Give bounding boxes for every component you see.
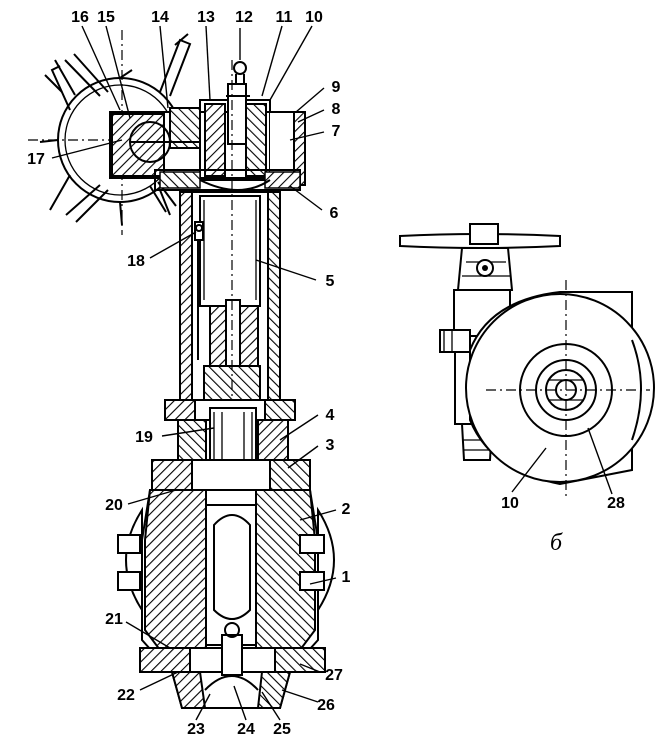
side-view-caption: б [550,530,563,556]
callout-13: 13 [197,9,215,26]
callout-15: 15 [97,9,115,26]
bonnet [151,399,311,491]
callout-26: 26 [317,697,335,714]
callout-6: 6 [330,205,339,222]
callout-7: 7 [332,123,341,140]
callout-22: 22 [117,687,135,704]
callout-9: 9 [332,79,341,96]
callout-12: 12 [235,9,253,26]
gear-housing [109,61,306,191]
callout-10: 10 [305,9,323,26]
callout-2: 2 [342,501,351,518]
callout-21: 21 [105,611,123,628]
callout-18: 18 [127,253,145,270]
callout-4: 4 [326,407,335,424]
callout-11: 11 [276,9,293,26]
callout-16: 16 [71,9,89,26]
callout-17: 17 [27,151,45,168]
callout-27: 27 [325,667,343,684]
callout-5: 5 [326,273,335,290]
section-view [28,30,335,709]
callout-20: 20 [105,497,123,514]
leader-lines [51,25,613,721]
callout-23: 23 [187,721,205,738]
callout-24: 24 [237,721,255,738]
callout-8: 8 [332,101,341,118]
valve-body [117,489,335,709]
callout-14: 14 [151,9,169,26]
callout-19: 19 [135,429,153,446]
side-callout-10: 10 [501,495,519,512]
callout-3: 3 [326,437,335,454]
callout-labels: 16 15 14 13 12 11 10 9 8 7 6 17 18 5 4 3… [27,9,625,738]
side-view [399,223,655,500]
side-callout-28: 28 [607,495,625,512]
callout-25: 25 [273,721,291,738]
callout-1: 1 [342,569,351,586]
